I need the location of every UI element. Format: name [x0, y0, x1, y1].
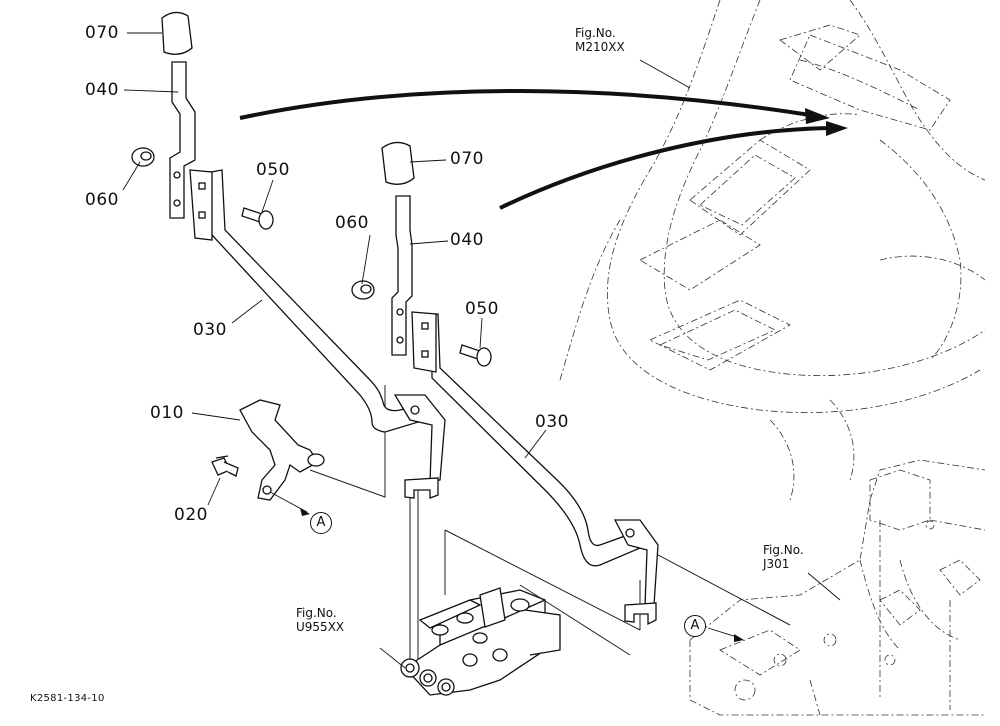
drawing-code: K2581-134-10: [30, 693, 105, 704]
knob-070: [161, 11, 415, 185]
bracket-040-left: [169, 61, 196, 219]
rod-030-right: [411, 311, 659, 626]
figref-j301: Fig.No. J301: [763, 543, 804, 571]
label-leaders: [122, 32, 841, 669]
label-030-left: 030: [193, 320, 227, 340]
bracket-040-right: [391, 195, 413, 356]
marker-a-right: A: [684, 615, 706, 637]
figref-j301-line2: J301: [763, 557, 790, 571]
nut-060: [131, 147, 375, 300]
label-030-right: 030: [535, 412, 569, 432]
label-050-right: 050: [465, 299, 499, 319]
figref-m210xx: Fig.No. M210XX: [575, 26, 625, 54]
figref-m210xx-line1: Fig.No.: [575, 26, 616, 40]
label-040-right: 040: [450, 230, 484, 250]
label-060-left: 060: [85, 190, 119, 210]
label-060-right: 060: [335, 213, 369, 233]
label-010: 010: [150, 403, 184, 423]
label-050-left: 050: [256, 160, 290, 180]
control-valve: [400, 587, 561, 696]
label-040-left: 040: [85, 80, 119, 100]
lever-arm-010: [239, 399, 325, 501]
label-020: 020: [174, 505, 208, 525]
assembly-arrows: [239, 89, 848, 210]
label-070-left: 070: [85, 23, 119, 43]
bolt-050: [241, 207, 492, 367]
figref-u955xx-line2: U955XX: [296, 620, 345, 634]
rod-030-left: [189, 169, 446, 499]
figref-m210xx-line2: M210XX: [575, 40, 625, 54]
figref-u955xx-line1: Fig.No.: [296, 606, 337, 620]
bolt-020: [211, 455, 239, 477]
figref-j301-line1: Fig.No.: [763, 543, 804, 557]
label-070-right: 070: [450, 149, 484, 169]
marker-a-left: A: [310, 512, 332, 534]
figref-u955xx: Fig.No. U955XX: [296, 606, 344, 634]
transmission-housing-outline: [689, 459, 986, 716]
fender-console-outline: [559, 0, 986, 501]
